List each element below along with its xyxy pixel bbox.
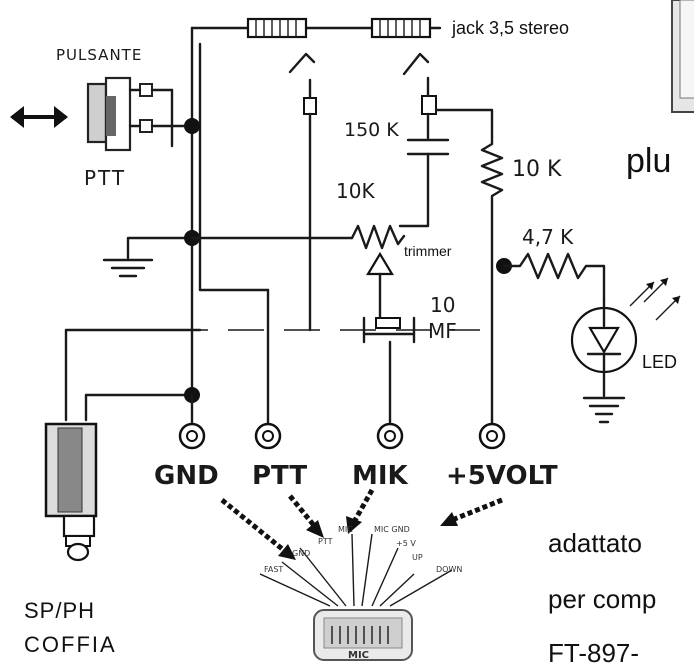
trimmer-label: trimmer	[404, 243, 452, 259]
pin-ptt-label: PTT	[252, 461, 307, 491]
conn-pin-up: UP	[412, 553, 423, 562]
cap-unit-label: MF	[428, 319, 457, 343]
pin-gnd-label: GND	[154, 461, 219, 491]
headphone-plug	[44, 422, 98, 562]
pulsante-label: PULSANTE	[56, 46, 142, 64]
conn-pin-gnd: GND	[292, 549, 310, 558]
plug-word: plu	[626, 142, 671, 180]
resistor-4k7	[502, 252, 606, 302]
cap-value-label: 10	[430, 293, 455, 317]
conn-pin-ptt: PTT	[318, 537, 333, 546]
pin-5v-label: +5VOLT	[446, 461, 558, 491]
capacitor-150k	[398, 138, 450, 228]
jack-spring-ptt	[288, 52, 317, 332]
jack-label: jack 3,5 stereo	[451, 18, 569, 38]
spph-label: SP/PH	[24, 598, 95, 623]
mic-connector	[259, 533, 453, 661]
plug-picture-fragment	[671, 0, 694, 113]
double-arrow-icon	[10, 106, 68, 128]
arrow-gnd	[220, 498, 296, 560]
capacitor-10uf	[362, 316, 416, 422]
conn-pin-mic: MIC	[338, 525, 353, 534]
led-label: LED	[642, 352, 677, 372]
arrow-ptt	[288, 494, 324, 538]
coffia-label: COFFIA	[24, 632, 117, 657]
jack-top-wire	[190, 26, 442, 397]
pin-5v-terminal	[478, 418, 506, 450]
caption-per-comp: per comp	[548, 584, 656, 614]
pin-ptt-terminal	[254, 288, 282, 450]
caption-model: FT-897-	[548, 638, 639, 664]
pin-mik-label: MIK	[352, 461, 409, 491]
headphone-jack-wires	[64, 328, 202, 422]
conn-pin-down: DOWN	[436, 565, 462, 574]
junction-dot-switch	[184, 118, 200, 134]
led-symbol	[570, 277, 681, 398]
conn-pin-micgnd: MIC GND	[374, 525, 410, 534]
conn-pin-5v: +5 V	[396, 539, 416, 548]
caption-adattatore: adattato	[548, 528, 642, 558]
arrow-5v	[440, 497, 503, 526]
mic-connector-label: MIC	[348, 650, 369, 661]
arrow-mik	[346, 488, 375, 534]
resistor-10k-right	[480, 118, 504, 422]
r47-label: 4,7 K	[522, 225, 574, 249]
r10k-right-label: 10 K	[512, 157, 562, 182]
trimmer-10k	[350, 224, 406, 320]
conn-pin-fast: FAST	[264, 565, 283, 574]
ptt-switch-label: PTT	[84, 166, 126, 190]
ground-left	[102, 236, 194, 278]
jack-contact-right	[370, 17, 432, 39]
ptt-pushbutton-switch	[86, 76, 194, 152]
r150-label: 150 K	[344, 119, 399, 141]
ground-led	[582, 396, 626, 424]
pin-gnd-terminal	[178, 393, 206, 450]
pin-mik-terminal	[376, 418, 404, 450]
r10k-trimmer-label: 10K	[336, 179, 375, 203]
jack-spring-mic	[402, 52, 494, 140]
jack-contact-left	[246, 17, 308, 39]
